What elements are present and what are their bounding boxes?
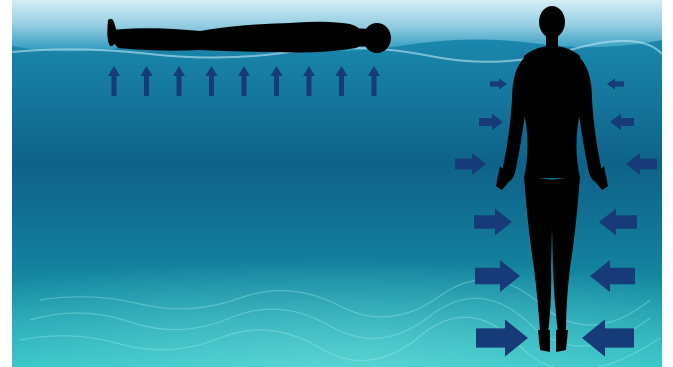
buoyancy-arrows xyxy=(108,66,380,96)
frame-right xyxy=(662,0,673,367)
frame-left xyxy=(0,0,12,367)
